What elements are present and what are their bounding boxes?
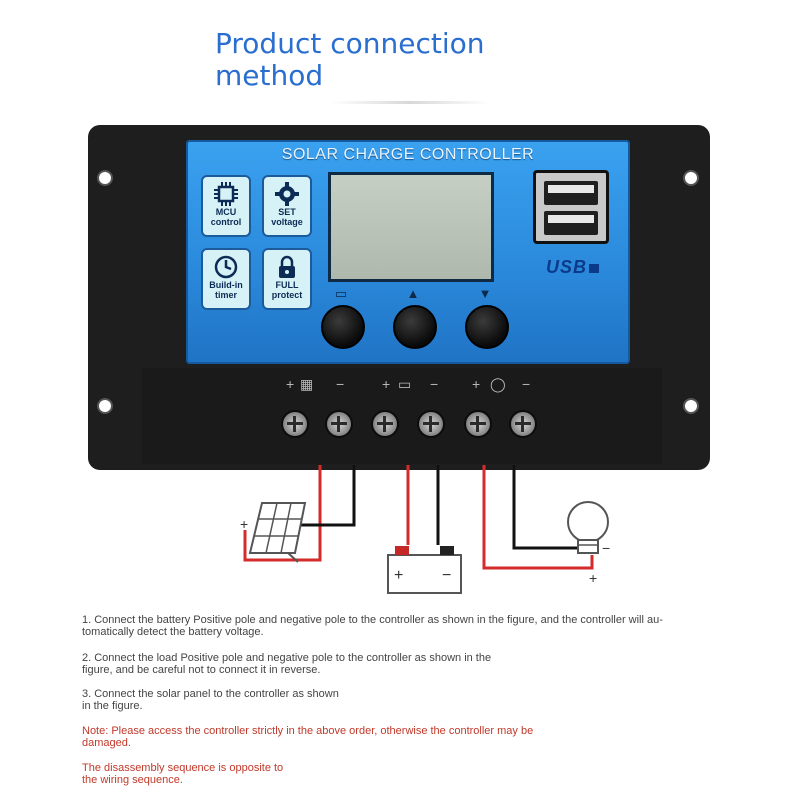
solar-plus-sign: + xyxy=(240,516,248,532)
terminal-screw[interactable] xyxy=(325,410,353,438)
terminal-plus-sign: + xyxy=(286,376,295,392)
battery-icon xyxy=(387,546,462,594)
solar-terminal-icon: ▦ xyxy=(300,376,314,392)
solar-positive-wire xyxy=(243,465,322,562)
load-positive-wire xyxy=(482,465,594,570)
terminal-screw[interactable] xyxy=(371,410,399,438)
terminal-minus-sign: − xyxy=(430,376,439,392)
usb-label: USB xyxy=(546,257,600,278)
clock-icon xyxy=(214,255,238,279)
terminal-plus-sign: + xyxy=(382,376,391,392)
feature-label: MCU xyxy=(215,207,237,217)
gear-icon xyxy=(275,182,299,206)
terminal-screw[interactable] xyxy=(281,410,309,438)
load-negative-wire xyxy=(512,465,580,550)
usb-slot xyxy=(544,181,598,205)
usb-label-text: USB xyxy=(546,257,588,277)
load-plus-sign: + xyxy=(589,570,597,586)
feature-label: FULL xyxy=(275,280,299,290)
battery-mini-icon xyxy=(589,263,600,273)
feature-label: timer xyxy=(214,290,237,300)
warning-note: Note: Please access the controller stric… xyxy=(82,725,534,737)
warning-note-cont: damaged. xyxy=(82,737,131,749)
down-button[interactable] xyxy=(465,305,509,349)
solar-negative-wire xyxy=(300,465,356,527)
disassembly-note-cont: the wiring sequence. xyxy=(82,774,183,786)
terminal-screw[interactable] xyxy=(417,410,445,438)
down-arrow-icon: ▼ xyxy=(478,286,492,301)
terminal-plus-sign: + xyxy=(472,376,481,392)
instruction-step-1: 1. Connect the battery Positive pole and… xyxy=(82,614,663,626)
terminal-block xyxy=(142,368,662,464)
menu-button[interactable] xyxy=(321,305,365,349)
mounting-hole xyxy=(97,398,113,414)
light-bulb-icon xyxy=(567,501,609,554)
terminal-screw[interactable] xyxy=(464,410,492,438)
heading-underline xyxy=(330,101,490,104)
disassembly-note: The disassembly sequence is opposite to xyxy=(82,762,284,774)
mounting-hole xyxy=(683,398,699,414)
instruction-step-1-cont: tomatically detect the battery voltage. xyxy=(82,626,264,638)
solar-panel-icon xyxy=(248,502,307,563)
usb-slot xyxy=(544,211,598,235)
terminal-minus-sign: − xyxy=(522,376,531,392)
instruction-step-2-cont: figure, and be careful not to connect it… xyxy=(82,664,321,676)
feature-label: protect xyxy=(271,290,303,300)
feature-full-protect: FULL protect xyxy=(262,248,312,310)
instruction-step-3: 3. Connect the solar panel to the contro… xyxy=(82,688,339,700)
load-minus-sign: − xyxy=(602,540,610,556)
feature-label: control xyxy=(210,217,242,227)
feature-label: voltage xyxy=(271,217,303,227)
mounting-hole xyxy=(97,170,113,186)
battery-plus-sign: + xyxy=(394,567,403,584)
heading-line-2: method xyxy=(215,59,324,92)
feature-label: Build-in xyxy=(209,280,243,290)
lock-icon xyxy=(279,255,295,278)
feature-mcu-control: MCU control xyxy=(201,175,251,237)
chip-icon xyxy=(214,182,238,206)
lcd-display xyxy=(328,172,494,282)
battery-minus-sign: − xyxy=(442,567,451,584)
feature-build-in-timer: Build-in timer xyxy=(201,248,251,310)
bulb-terminal-icon: ◯ xyxy=(490,376,506,392)
feature-label: SET xyxy=(278,207,296,217)
controller-title: SOLAR CHARGE CONTROLLER xyxy=(281,146,535,163)
instruction-step-3-cont: in the figure. xyxy=(82,700,143,712)
up-button[interactable] xyxy=(393,305,437,349)
terminal-minus-sign: − xyxy=(336,376,345,392)
mounting-hole xyxy=(683,170,699,186)
battery-terminal-icon: ▭ xyxy=(398,376,412,392)
page-heading: Product connection method xyxy=(215,28,615,92)
menu-icon: ▭ xyxy=(334,286,348,301)
up-arrow-icon: ▲ xyxy=(406,286,420,301)
heading-line-1: Product connection xyxy=(215,27,485,60)
instruction-step-2: 2. Connect the load Positive pole and ne… xyxy=(82,652,492,664)
terminal-screw[interactable] xyxy=(509,410,537,438)
feature-set-voltage: SET voltage xyxy=(262,175,312,237)
usb-port xyxy=(533,170,609,244)
